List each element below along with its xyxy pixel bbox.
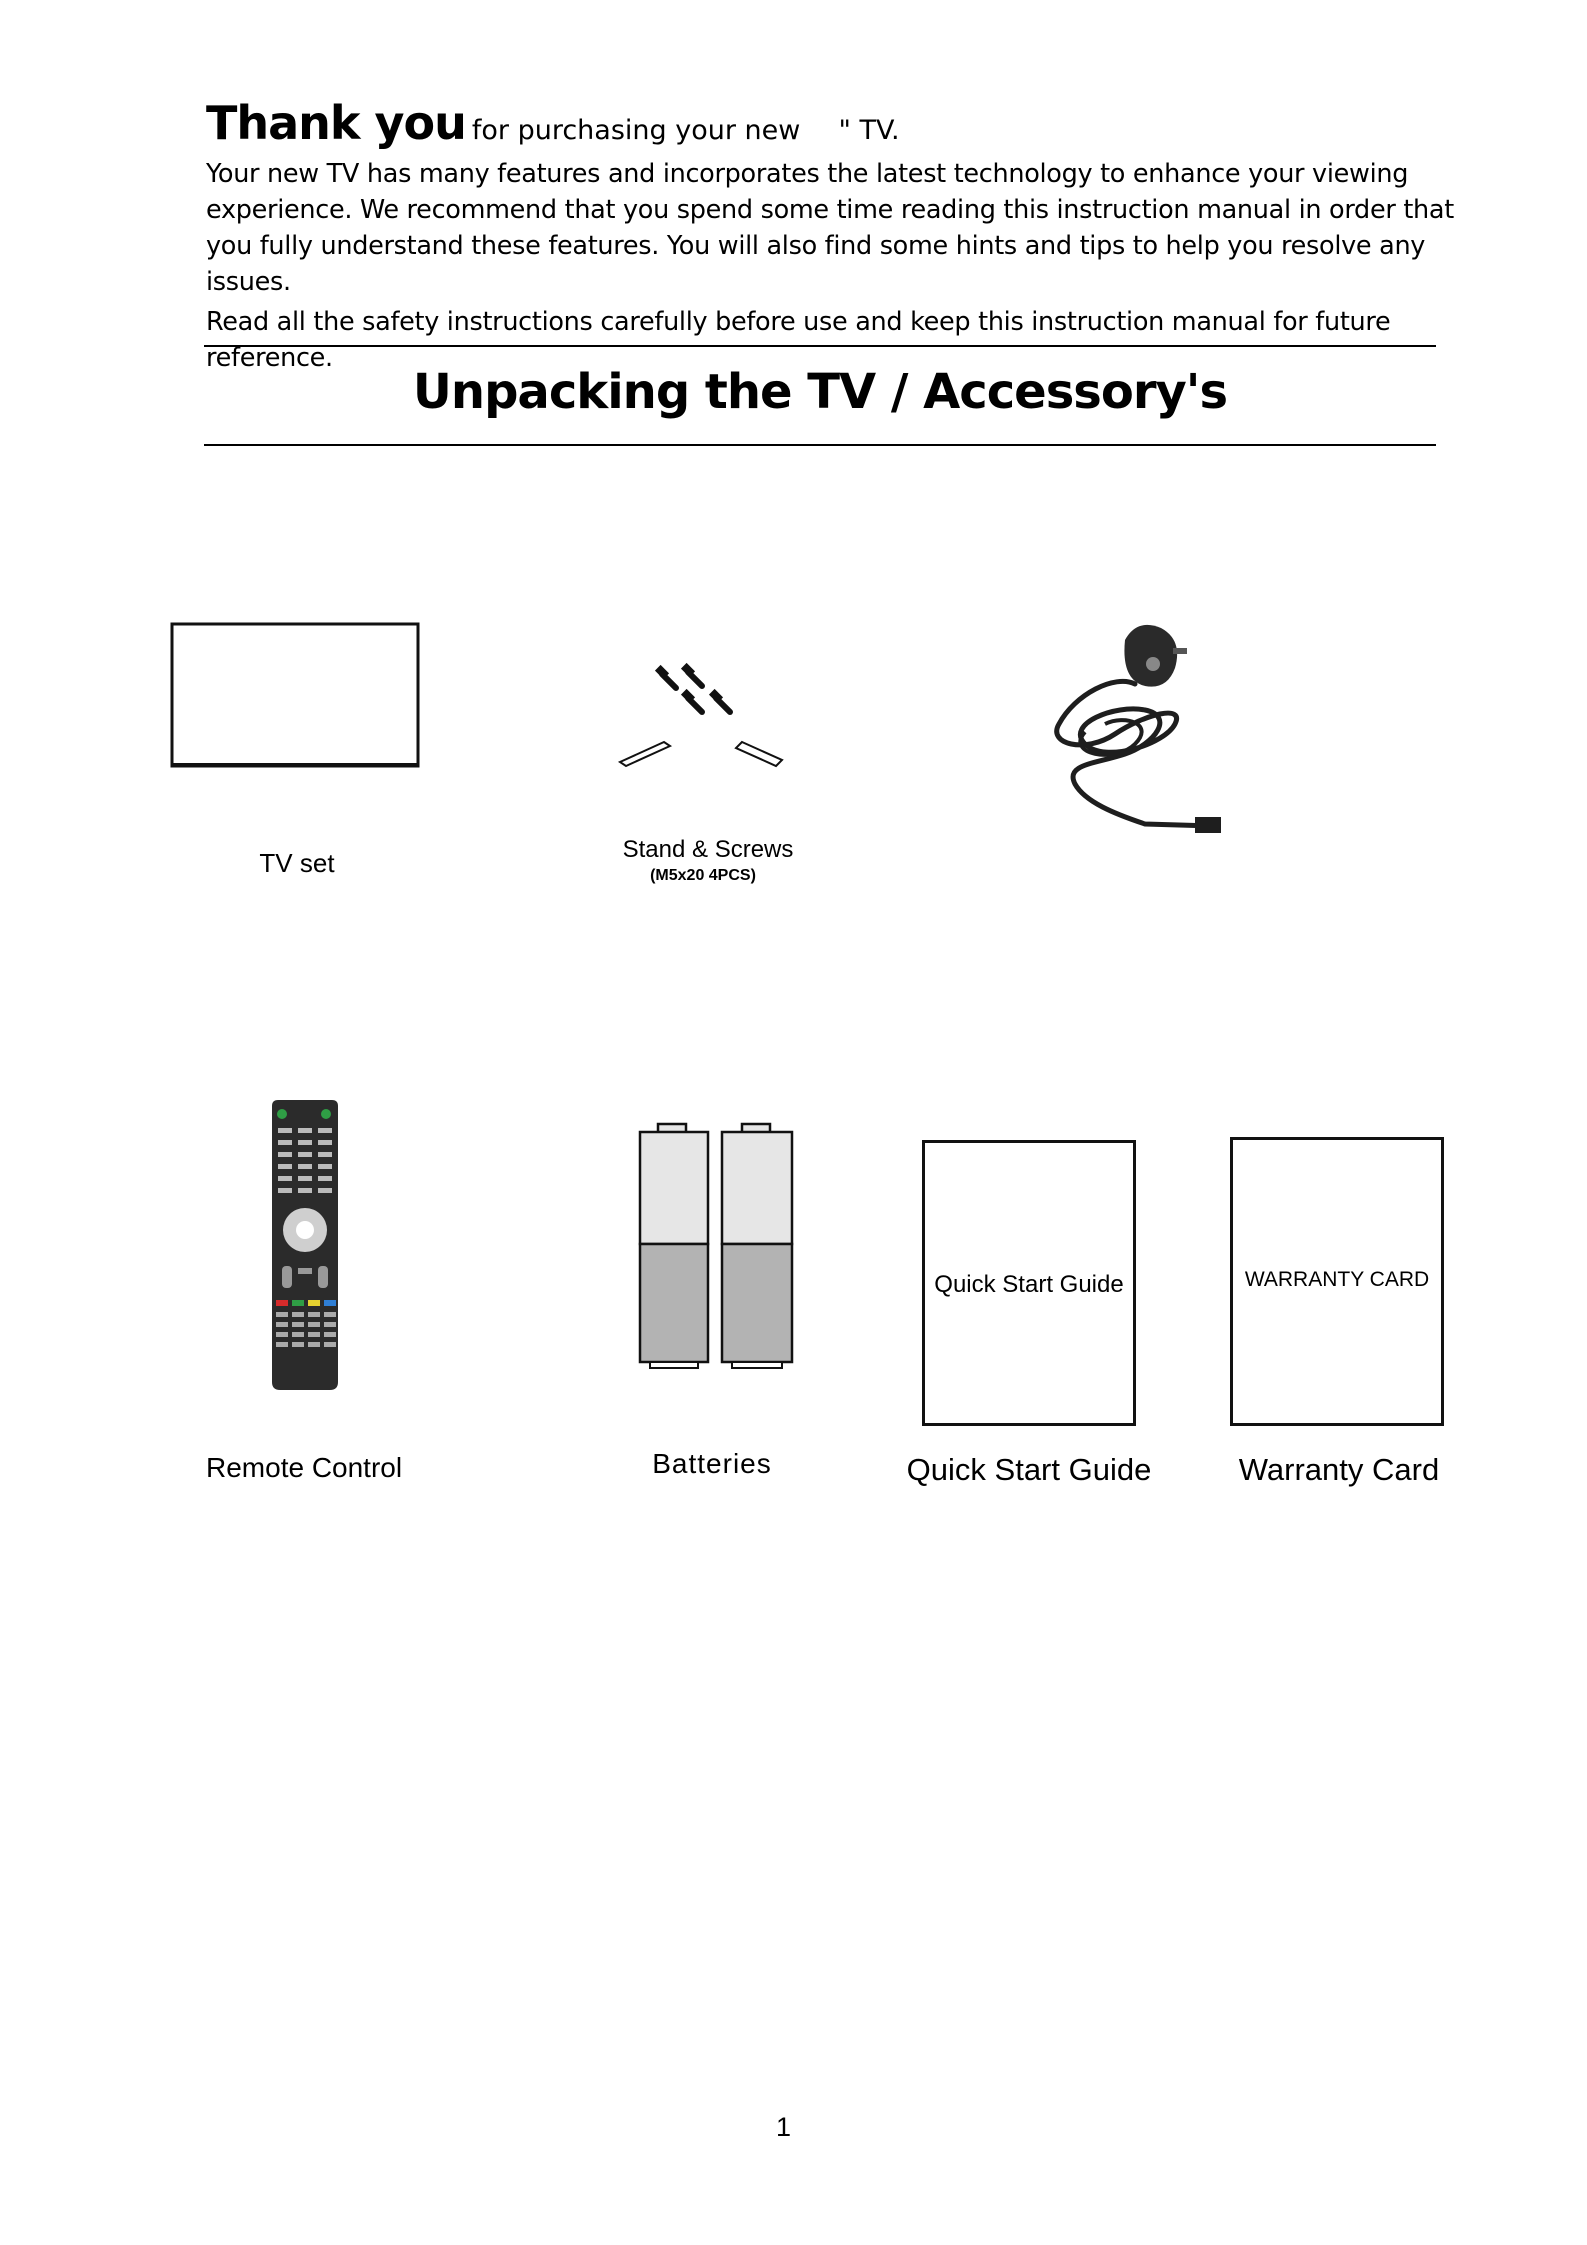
tv-set-image: [170, 622, 420, 768]
section-title: Unpacking the TV / Accessory's: [412, 364, 1228, 420]
tv-set-label: TV set: [259, 848, 335, 878]
remote-control-label: Remote Control: [206, 1452, 403, 1483]
stand-screws-sublabel: (M5x20 4PCS): [650, 867, 756, 884]
page-number: 1: [776, 2112, 792, 2142]
quick-start-guide-label: Quick Start Guide: [906, 1452, 1152, 1487]
section-rule-bottom: [204, 444, 1436, 446]
thank-you-bold: Thank you: [206, 96, 467, 150]
quick-start-guide-card: Quick Start Guide: [922, 1140, 1136, 1426]
warranty-card-card: WARRANTY CARD: [1230, 1137, 1444, 1426]
batteries-label: Batteries: [652, 1448, 772, 1479]
thank-you-tail: " TV.: [838, 115, 900, 146]
stand-screws-label: Stand & Screws: [622, 836, 794, 863]
batteries-image: [638, 1122, 794, 1369]
intro-paragraph-1: Your new TV has many features and incorp…: [206, 159, 1454, 297]
intro-paragraph-2: Read all the safety instructions careful…: [206, 307, 1391, 373]
intro-text: Your new TV has many features and incorp…: [206, 156, 1466, 376]
power-adapter-image: [1054, 624, 1221, 833]
stand-screws-image: [617, 662, 784, 768]
section-rule-top: [204, 345, 1436, 347]
quick-start-guide-card-text: Quick Start Guide: [934, 1271, 1124, 1298]
warranty-card-label: Warranty Card: [1238, 1452, 1440, 1487]
thank-you-text: for purchasing your new: [471, 115, 801, 146]
remote-control-image: [272, 1100, 338, 1390]
warranty-card-card-text: WARRANTY CARD: [1244, 1268, 1430, 1291]
